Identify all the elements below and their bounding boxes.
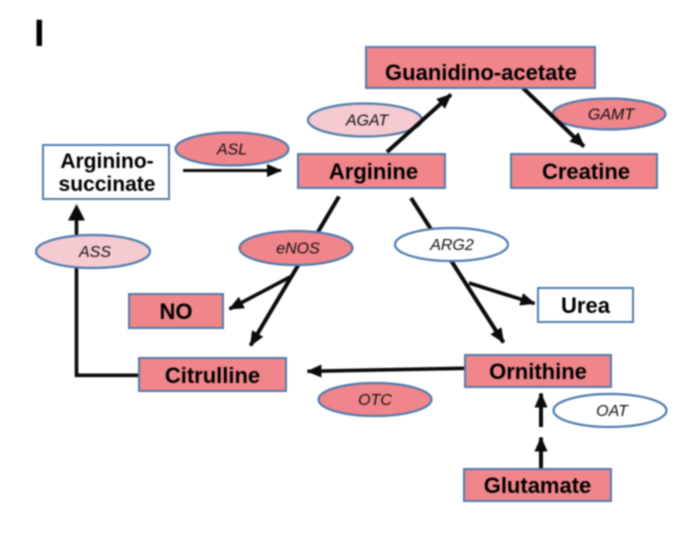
svg-text:Ornithine: Ornithine xyxy=(489,359,587,384)
svg-text:ASL: ASL xyxy=(216,142,247,159)
svg-text:AGAT: AGAT xyxy=(345,113,390,130)
svg-text:ASS: ASS xyxy=(78,244,111,261)
svg-text:Glutamate: Glutamate xyxy=(484,473,592,498)
svg-text:Citrulline: Citrulline xyxy=(165,363,260,388)
svg-text:GAMT: GAMT xyxy=(588,107,635,124)
svg-text:Creatine: Creatine xyxy=(542,159,630,184)
svg-text:I: I xyxy=(34,13,45,55)
svg-text:succinate: succinate xyxy=(59,173,156,196)
svg-text:eNOS: eNOS xyxy=(276,241,320,258)
svg-text:Urea: Urea xyxy=(561,293,611,318)
svg-text:OAT: OAT xyxy=(596,403,629,420)
svg-text:Arginino-: Arginino- xyxy=(60,150,153,173)
svg-text:NO: NO xyxy=(160,299,193,324)
svg-text:OTC: OTC xyxy=(358,392,392,409)
svg-text:Guanidino-acetate: Guanidino-acetate xyxy=(385,60,577,85)
svg-text:ARG2: ARG2 xyxy=(429,237,474,254)
svg-text:Arginine: Arginine xyxy=(329,159,418,184)
